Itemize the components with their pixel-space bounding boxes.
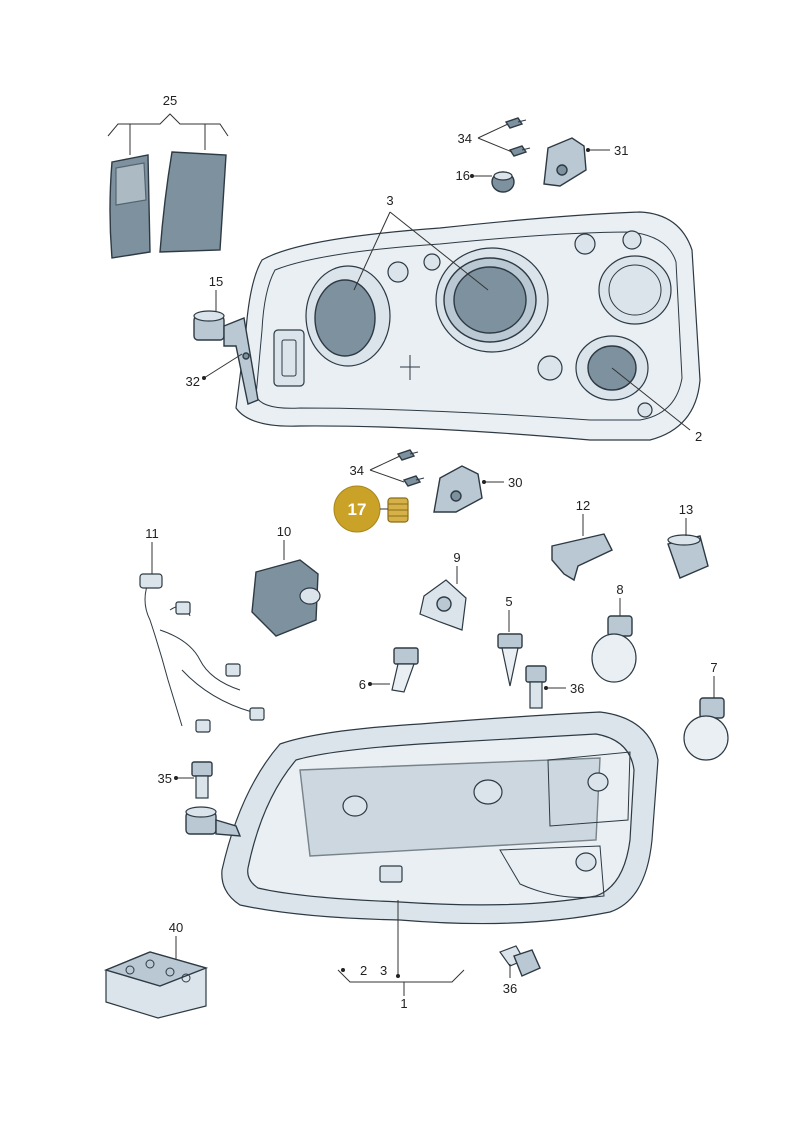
callout-label-9: 9	[453, 550, 460, 565]
callout-25[interactable]: 25	[107, 93, 229, 155]
part-36-bolt-bottom[interactable]	[499, 945, 541, 977]
callout-label-8: 8	[616, 582, 623, 597]
part-30-bracket[interactable]	[433, 465, 483, 513]
callout-label-3-top: 3	[386, 193, 393, 208]
callout-5[interactable]: 5	[505, 594, 513, 632]
callout-10[interactable]: 10	[277, 524, 291, 560]
callout-label-31: 31	[614, 143, 628, 158]
callout-15[interactable]: 15	[209, 274, 223, 312]
callout-label-15: 15	[209, 274, 223, 289]
part-17-adjuster[interactable]	[387, 497, 409, 523]
part-15-mount-front[interactable]	[185, 806, 242, 837]
callout-34-mid[interactable]: 34	[350, 455, 405, 483]
callout-17-highlighted[interactable]: 17	[333, 485, 388, 533]
callout-13[interactable]: 13	[679, 502, 693, 536]
part-15-mount[interactable]	[193, 310, 225, 341]
callout-40[interactable]: 40	[169, 920, 183, 960]
part-13-socket[interactable]	[667, 534, 709, 579]
part-34-screws-top[interactable]	[504, 117, 531, 157]
callout-label-32: 32	[186, 374, 200, 389]
callout-3-top[interactable]: 3	[353, 193, 489, 291]
part-11-wiring-harness[interactable]	[139, 573, 265, 733]
callout-label-34-top: 34	[458, 131, 472, 146]
callout-30[interactable]: 30	[482, 475, 522, 490]
callout-2-top[interactable]: 2	[611, 367, 702, 444]
part-9-bulb-holder[interactable]	[419, 579, 467, 631]
callout-34-top[interactable]: 34	[458, 123, 513, 153]
callout-label-36-bottom: 36	[503, 981, 517, 996]
callout-label-30: 30	[508, 475, 522, 490]
part-6-bulb[interactable]	[391, 647, 419, 693]
part-34-screws-mid[interactable]	[396, 449, 425, 487]
callout-label-2-bottom: 2	[360, 963, 367, 978]
part-12-cap[interactable]	[551, 533, 613, 582]
callout-12[interactable]: 12	[576, 498, 590, 536]
callout-label-40: 40	[169, 920, 183, 935]
part-8-bulb[interactable]	[591, 615, 637, 683]
callout-label-13: 13	[679, 502, 693, 517]
callout-label-17: 17	[348, 500, 367, 519]
callout-32[interactable]: 32	[186, 353, 243, 389]
callout-label-6: 6	[359, 677, 366, 692]
callout-1-2-3[interactable]: 2 3 1	[337, 900, 465, 1011]
callout-9[interactable]: 9	[453, 550, 461, 584]
callout-label-7: 7	[710, 660, 717, 675]
callout-16[interactable]: 16	[456, 168, 492, 183]
callout-label-36-mid: 36	[570, 681, 584, 696]
callout-label-10: 10	[277, 524, 291, 539]
callout-7[interactable]: 7	[710, 660, 718, 698]
callout-11[interactable]: 11	[145, 526, 159, 574]
part-25-lens-covers[interactable]	[109, 151, 227, 259]
part-10-actuator[interactable]	[251, 559, 321, 637]
callout-label-25: 25	[163, 93, 177, 108]
callout-label-12: 12	[576, 498, 590, 513]
callout-6[interactable]: 6	[359, 677, 390, 692]
part-7-bulb[interactable]	[683, 697, 729, 761]
callout-31[interactable]: 31	[586, 143, 628, 158]
callout-36-bottom[interactable]: 36	[503, 964, 517, 996]
callout-label-1: 1	[400, 996, 407, 1011]
callout-35[interactable]: 35	[158, 771, 194, 786]
callout-36-mid[interactable]: 36	[544, 681, 584, 696]
callout-8[interactable]: 8	[616, 582, 624, 616]
part-16-grommet[interactable]	[491, 171, 515, 193]
callout-label-34-mid: 34	[350, 463, 364, 478]
callout-label-3-bottom: 3	[380, 963, 387, 978]
headlight-housing-rear[interactable]	[235, 211, 701, 441]
part-32-bracket[interactable]	[223, 317, 259, 405]
callout-label-11: 11	[145, 526, 159, 541]
part-35-screw[interactable]	[191, 761, 213, 799]
callout-label-5: 5	[505, 594, 512, 609]
part-31-bracket[interactable]	[543, 137, 587, 187]
part-5-bulb[interactable]	[497, 633, 523, 687]
part-36-bolt-mid[interactable]	[525, 665, 547, 709]
headlight-assembly-front[interactable]	[221, 711, 659, 925]
callout-label-35: 35	[158, 771, 172, 786]
callout-label-16: 16	[456, 168, 470, 183]
part-40-control-unit[interactable]	[103, 951, 209, 1019]
callout-label-2-top: 2	[695, 429, 702, 444]
